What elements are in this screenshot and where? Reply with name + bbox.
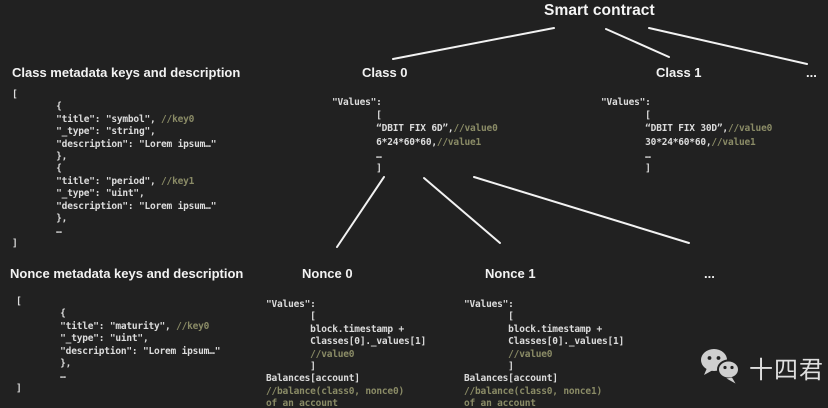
code-class-metadata: [ { "title": "symbol", //key0 "_type": "… — [12, 89, 217, 249]
more-classes-ellipsis: ... — [806, 65, 817, 80]
edge-class0-more-nonces — [473, 176, 690, 244]
heading-class1: Class 1 — [656, 65, 702, 80]
wechat-icon — [701, 349, 740, 384]
edge-class0-nonce0 — [336, 176, 385, 248]
edge-contract-class0 — [392, 27, 555, 60]
code-class0: "Values": [ “DBIT FIX 6D”,//value0 6*24*… — [332, 97, 498, 175]
more-nonces-ellipsis: ... — [704, 266, 715, 281]
watermark-text: 十四君 — [749, 355, 824, 384]
code-nonce-metadata: [ { "title": "maturity", //key0 "_type":… — [16, 296, 221, 394]
heading-class-metadata: Class metadata keys and description — [12, 65, 241, 80]
diagram-title: Smart contract — [544, 2, 655, 19]
heading-nonce0: Nonce 0 — [302, 266, 353, 281]
heading-class0: Class 0 — [362, 65, 408, 80]
watermark: 十四君 — [700, 348, 824, 386]
code-class1: "Values": [ “DBIT FIX 30D”,//value0 30*2… — [601, 97, 773, 175]
heading-nonce1: Nonce 1 — [485, 266, 536, 281]
code-nonce0: "Values": [ block.timestamp + Classes[0]… — [266, 299, 427, 408]
edge-contract-class1 — [605, 28, 670, 58]
heading-nonce-metadata: Nonce metadata keys and description — [10, 266, 244, 281]
code-nonce1: "Values": [ block.timestamp + Classes[0]… — [464, 299, 625, 408]
edge-class0-nonce1 — [423, 177, 501, 244]
edge-contract-more-classes — [648, 27, 808, 65]
